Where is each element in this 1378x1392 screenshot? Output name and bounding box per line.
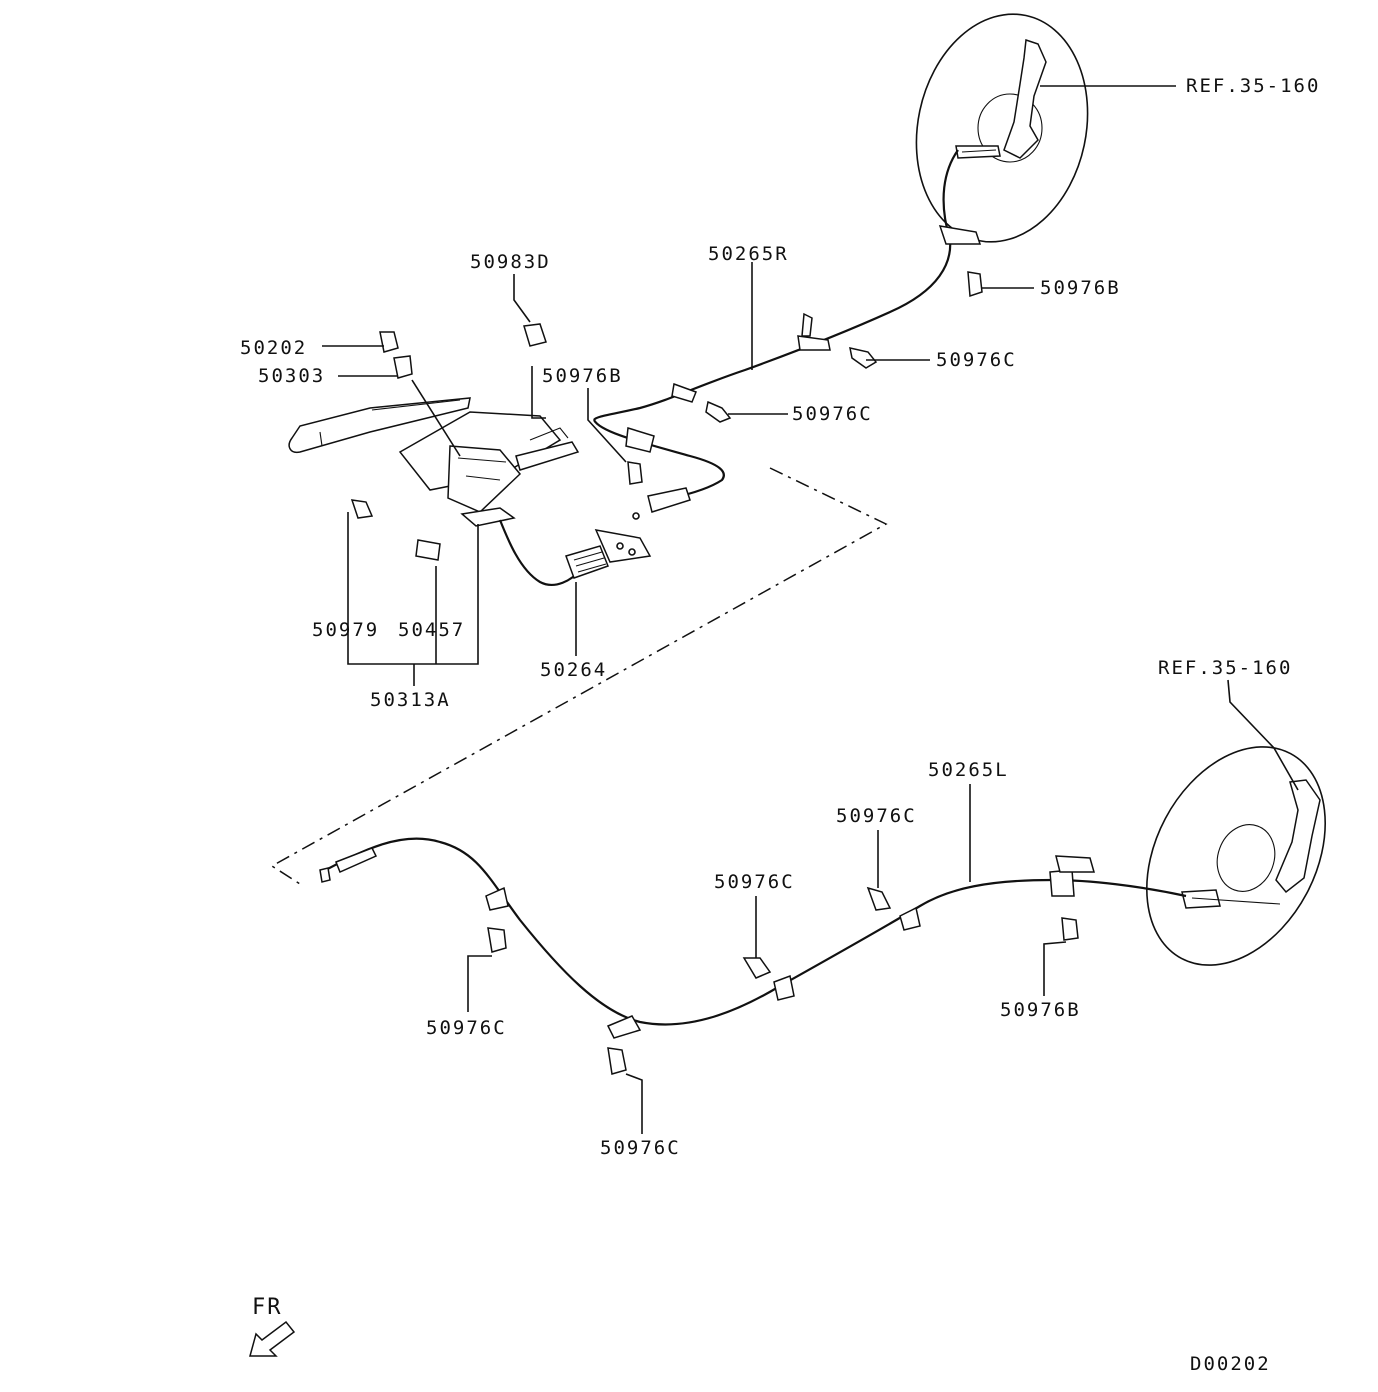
bolt-icon xyxy=(487,886,1079,1075)
left-rear-brake-backing-plate xyxy=(1146,746,1326,966)
part-label: 50976B xyxy=(542,365,623,387)
part-label: 50976B xyxy=(1000,999,1081,1021)
right-rear-cable xyxy=(593,149,982,520)
part-label: 50303 xyxy=(258,365,325,387)
part-label: 50202 xyxy=(240,337,307,359)
ref-label-right-drum: REF.35-160 xyxy=(1186,75,1320,97)
part-label: 50976C xyxy=(936,349,1017,371)
part-label: 50313A xyxy=(370,689,451,711)
part-label: 50976C xyxy=(792,403,873,425)
bolt-icon xyxy=(350,271,983,561)
part-label: 50265L xyxy=(928,759,1009,781)
ref-label-left-drum: REF.35-160 xyxy=(1158,657,1292,679)
front-indicator-label: FR xyxy=(252,1295,283,1320)
right-rear-brake-backing-plate xyxy=(915,13,1089,243)
front-arrow-icon xyxy=(249,1320,296,1357)
part-label: 50976C xyxy=(836,805,917,827)
diagram-code: D00202 xyxy=(1190,1353,1271,1375)
part-label: 50983D xyxy=(470,251,551,273)
section-boundary-line xyxy=(270,467,888,885)
part-label: 50979 xyxy=(312,619,379,641)
leader-lines xyxy=(322,85,1299,1134)
part-label: 50457 xyxy=(398,619,465,641)
part-label: 50265R xyxy=(708,243,789,265)
parking-brake-lever-assembly xyxy=(288,397,580,527)
part-label: 50976C xyxy=(426,1017,507,1039)
cable-equalizer-spring xyxy=(498,519,652,587)
part-label: 50976C xyxy=(600,1137,681,1159)
part-label: 50264 xyxy=(540,659,607,681)
left-rear-cable xyxy=(319,837,1281,1039)
part-label: 50976B xyxy=(1040,277,1121,299)
part-label: 50976C xyxy=(714,871,795,893)
